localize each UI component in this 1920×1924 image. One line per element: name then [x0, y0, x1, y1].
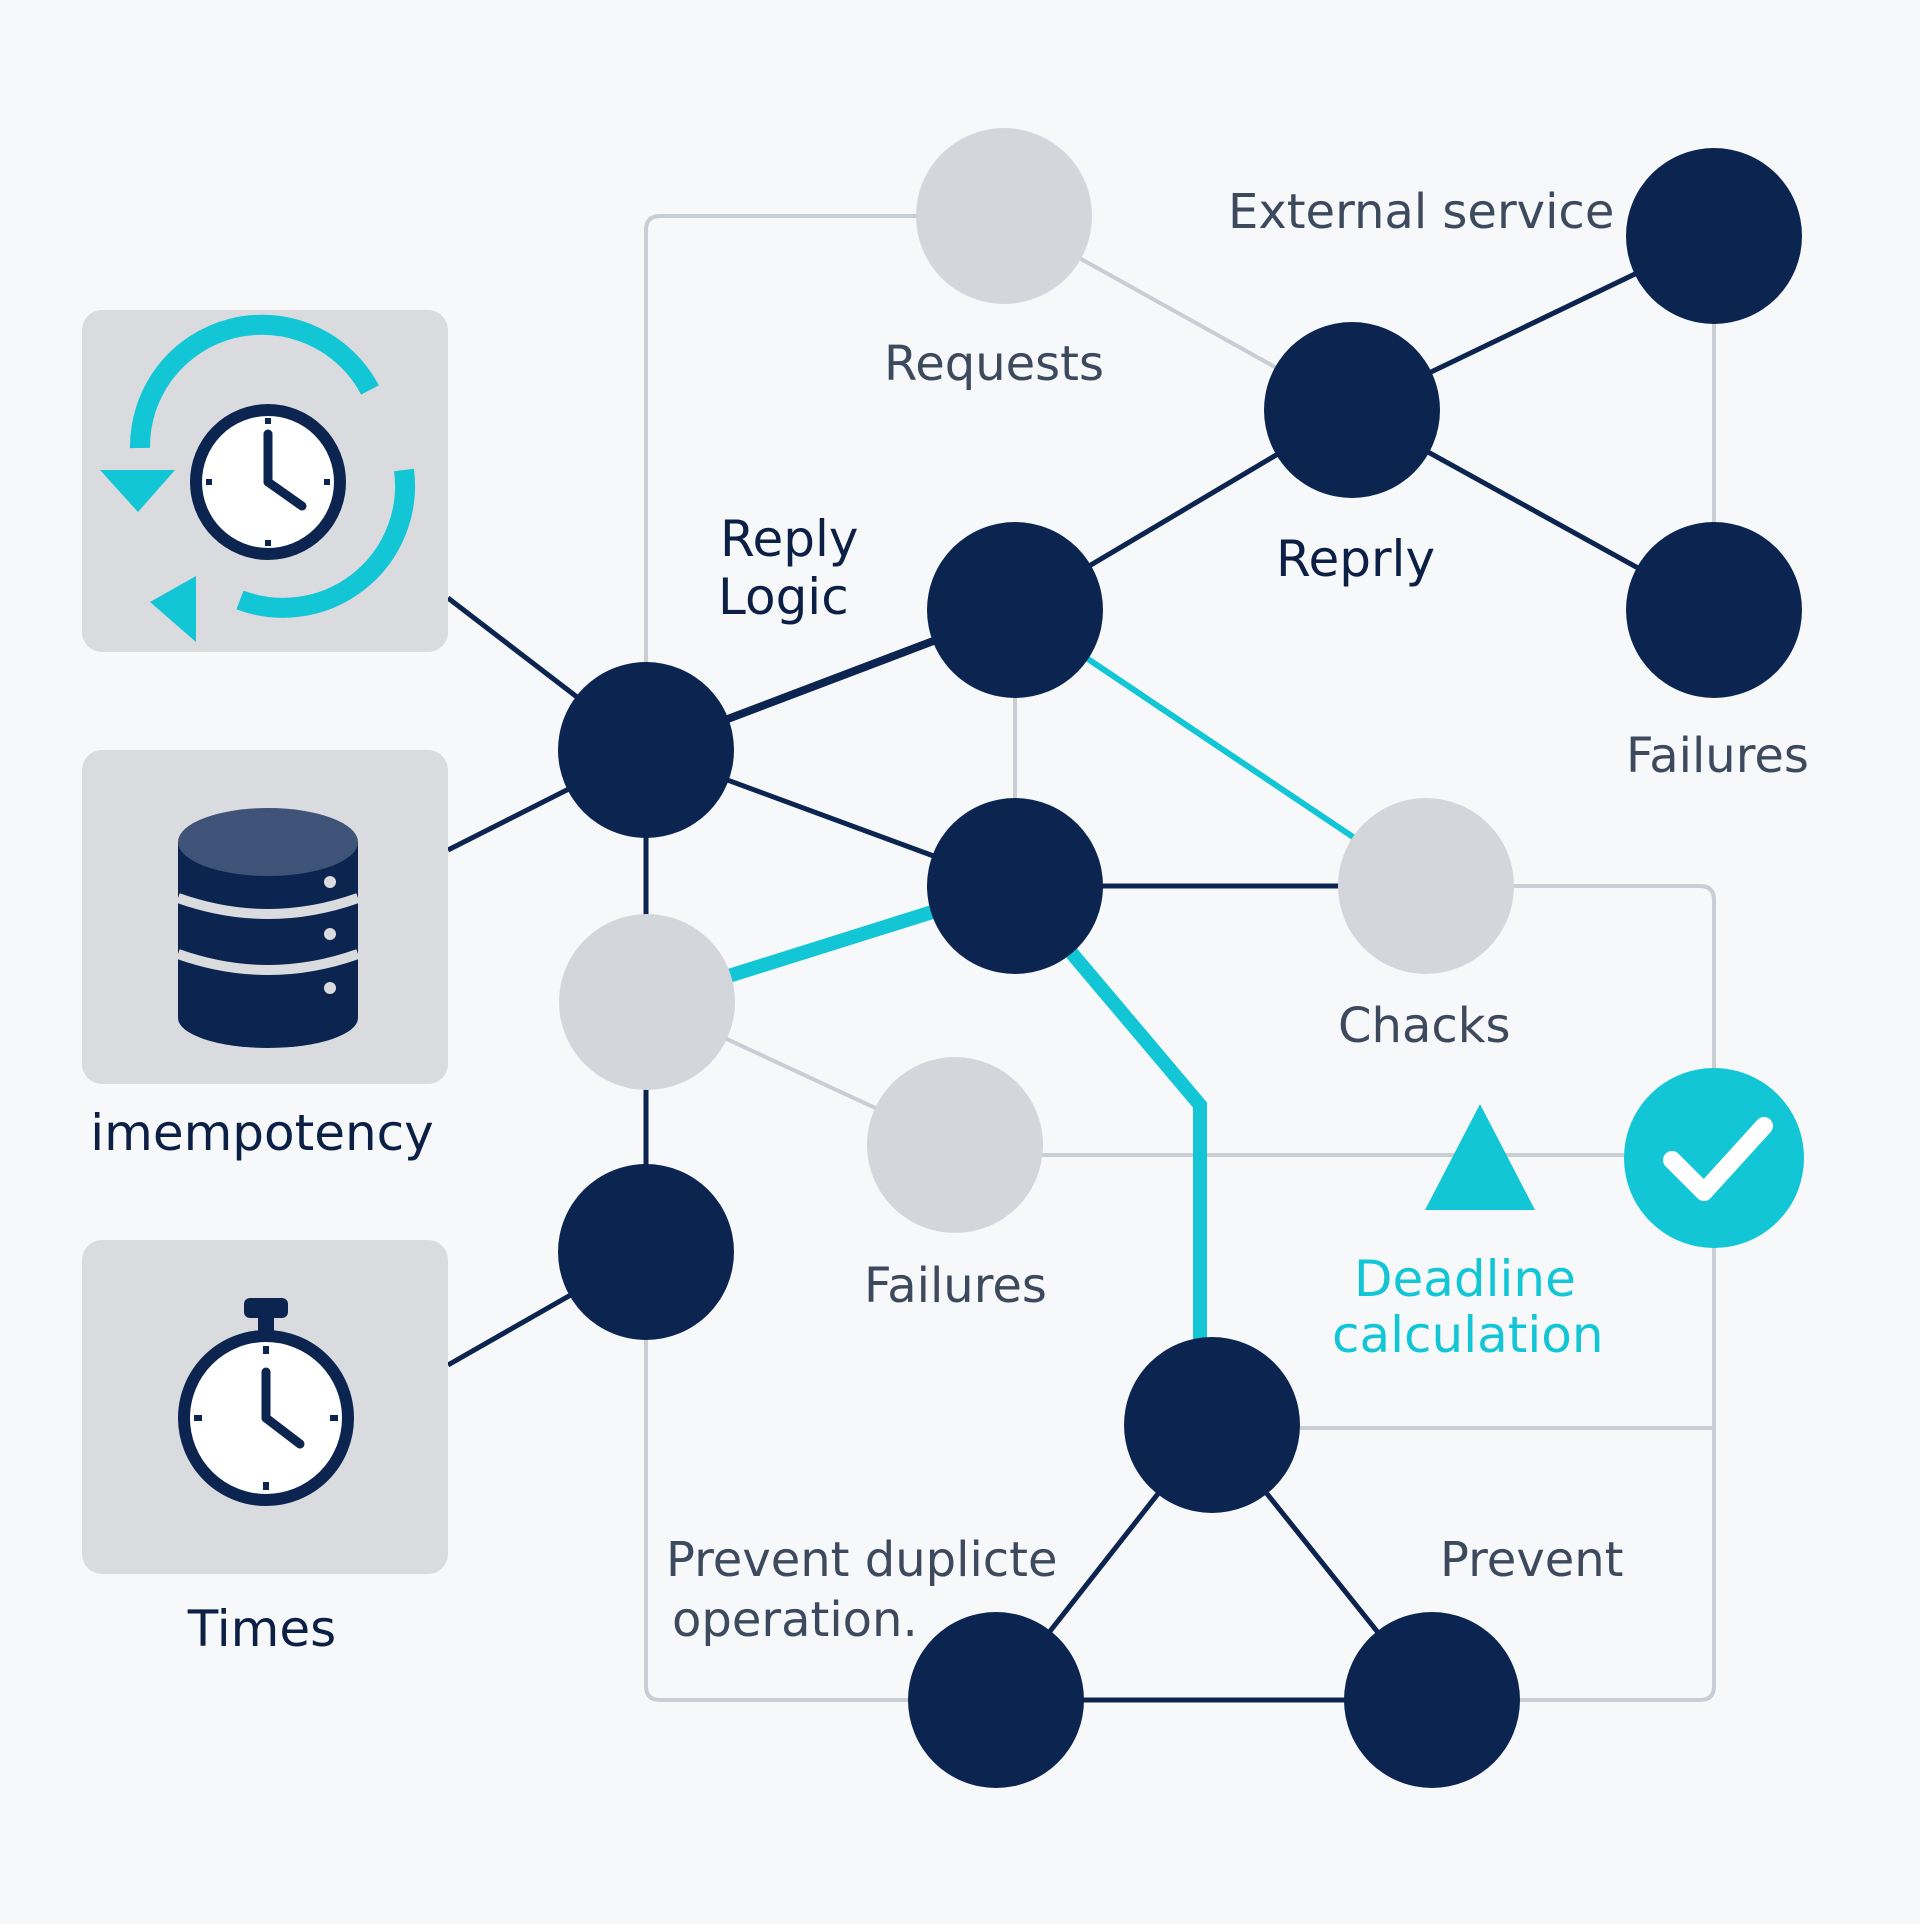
label-failures-right: Failures: [1626, 728, 1809, 784]
label-deadline-line2: calculation: [1332, 1306, 1604, 1364]
node-chacks: [1338, 798, 1514, 974]
label-requests: Requests: [884, 336, 1104, 392]
node-hub: [558, 662, 734, 838]
tile-caption-idempotency: imempotency: [90, 1104, 434, 1162]
retry-clock-icon: [100, 314, 416, 642]
database-icon: [176, 808, 360, 1048]
node-mid: [927, 798, 1103, 974]
label-reply-logic-line2: Logic: [718, 568, 849, 626]
gray-nodes: [559, 128, 1514, 1233]
tile-retry: [82, 310, 448, 652]
stopwatch-icon: [178, 1298, 354, 1506]
tile-caption-timeout: Times: [187, 1600, 336, 1658]
node-gray-left: [559, 914, 735, 1090]
node-requests: [916, 128, 1092, 304]
node-reply-logic: [927, 522, 1103, 698]
navy-nodes: [558, 148, 1802, 1788]
label-prevent: Prevent: [1440, 1532, 1624, 1588]
node-reprly: [1264, 322, 1440, 498]
node-failures-right: [1626, 522, 1802, 698]
label-prevent-duplicate-line1: Prevent duplicte: [666, 1532, 1058, 1588]
label-external-service: External service: [1228, 184, 1614, 240]
node-external-service: [1626, 148, 1802, 324]
node-left-low: [558, 1164, 734, 1340]
tile-idempotency: [82, 750, 448, 1084]
label-failures-mid: Failures: [864, 1258, 1047, 1314]
node-failures-mid: [867, 1057, 1043, 1233]
node-bottom-right: [1344, 1612, 1520, 1788]
tile-timeout: [82, 1240, 448, 1574]
label-deadline-line1: Deadline: [1354, 1250, 1576, 1308]
node-deadline: [1124, 1337, 1300, 1513]
edge-accent-deadline-path: [1009, 881, 1207, 1345]
checkmark-icon: [1624, 1068, 1804, 1248]
label-prevent-duplicate-line2: operation.: [672, 1592, 918, 1648]
label-reply-logic-line1: Reply: [720, 510, 858, 568]
warning-triangle-icon: [1425, 1104, 1535, 1210]
node-bottom-left: [908, 1612, 1084, 1788]
label-chacks: Chacks: [1338, 998, 1511, 1054]
label-reprly: Reprly: [1276, 530, 1435, 588]
accent-edges: [643, 607, 1428, 1345]
